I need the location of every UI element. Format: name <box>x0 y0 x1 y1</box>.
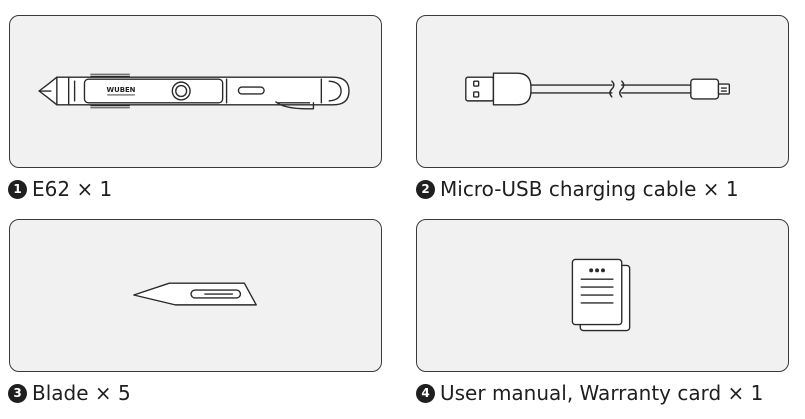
item-3-caption: 3 Blade × 5 <box>8 381 131 405</box>
pen-knife-icon: WUBEN <box>38 73 350 110</box>
item-label: E62 × 1 <box>32 177 113 201</box>
item-4-caption: 4 User manual, Warranty card × 1 <box>416 381 763 405</box>
documents-item-card <box>416 219 789 372</box>
item-label: Micro-USB charging cable × 1 <box>440 177 739 201</box>
usb-cable-item-card <box>416 15 789 168</box>
e62-item-card: WUBEN <box>9 15 382 168</box>
item-number-badge: 2 <box>416 179 435 199</box>
item-number-badge: 3 <box>8 383 27 403</box>
item-2-caption: 2 Micro-USB charging cable × 1 <box>416 177 739 201</box>
scalpel-blade-icon <box>133 282 257 306</box>
item-1-caption: 1 E62 × 1 <box>8 177 112 201</box>
blade-item-card <box>9 219 382 372</box>
usb-cable-icon <box>465 72 731 106</box>
item-label: User manual, Warranty card × 1 <box>440 381 764 405</box>
document-icon <box>571 258 631 332</box>
brand-logo: WUBEN <box>107 86 136 94</box>
item-number-badge: 1 <box>8 179 27 199</box>
item-number-badge: 4 <box>416 383 435 403</box>
item-label: Blade × 5 <box>32 381 131 405</box>
